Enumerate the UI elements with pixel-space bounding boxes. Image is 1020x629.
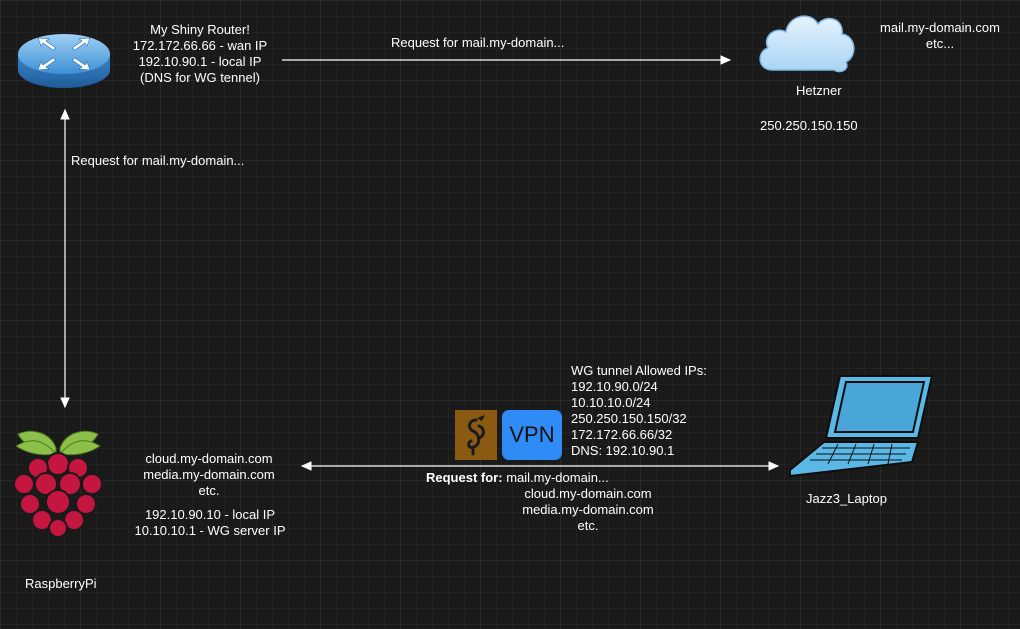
wireguard-logo-icon [455, 410, 497, 460]
laptop-icon [786, 372, 936, 484]
hetzner-name: Hetzner [796, 83, 842, 98]
hetzner-domain: etc... [925, 36, 955, 51]
wg-allowed-ip: 10.10.10.0/24 [571, 395, 651, 410]
hetzner-domains: mail.my-domain.com etc... [868, 20, 1012, 52]
raspberry-domain: etc. [198, 483, 220, 498]
raspberry-domain: media.my-domain.com [143, 467, 275, 482]
edge-label-router-hetzner: Request for mail.my-domain... [391, 35, 565, 50]
wg-allowed-ip: 172.172.66.66/32 [571, 427, 673, 442]
cloud-icon [754, 8, 858, 76]
raspberry-domain: cloud.my-domain.com [145, 451, 273, 466]
raspberry-ips: 192.10.90.10 - local IP 10.10.10.1 - WG … [118, 507, 302, 539]
router-label: My Shiny Router! 172.172.66.66 - wan IP … [110, 22, 290, 86]
raspberry-domains: cloud.my-domain.com media.my-domain.com … [126, 451, 292, 499]
wg-header: WG tunnel Allowed IPs: [571, 363, 707, 378]
hetzner-ip: 250.250.150.150 [760, 118, 858, 133]
request-label: Request for: [426, 470, 503, 485]
router-label-line: 172.172.66.66 - wan IP [132, 38, 268, 53]
raspberry-name: RaspberryPi [25, 576, 97, 591]
request-label-row: Request for: mail.my-domain... [426, 470, 609, 486]
request-item: media.my-domain.com [522, 502, 654, 517]
hetzner-domain: mail.my-domain.com [880, 20, 1000, 35]
raspberry-pi-icon [10, 426, 106, 540]
vpn-badge-label: VPN [509, 422, 555, 447]
edge-label-pi-router: Request for mail.my-domain... [71, 153, 245, 168]
wg-allowed-ip: 250.250.150.150/32 [571, 411, 687, 426]
vpn-badge: VPN [502, 410, 562, 460]
request-item: etc. [577, 518, 599, 533]
raspberry-ip: 10.10.10.1 - WG server IP [134, 523, 286, 538]
router-label-line: My Shiny Router! [150, 22, 250, 37]
wg-allowed-ip: 192.10.90.0/24 [571, 379, 658, 394]
request-items: cloud.my-domain.com media.my-domain.com … [508, 486, 668, 534]
raspberry-ip: 192.10.90.10 - local IP [144, 507, 276, 522]
request-item: cloud.my-domain.com [524, 486, 652, 501]
wg-config: WG tunnel Allowed IPs: 192.10.90.0/24 10… [571, 363, 707, 459]
wg-dns: DNS: 192.10.90.1 [571, 443, 675, 458]
router-label-line: 192.10.90.1 - local IP [138, 54, 262, 69]
router-icon [16, 28, 112, 92]
laptop-name: Jazz3_Laptop [806, 491, 887, 506]
router-label-line: (DNS for WG tennel) [140, 70, 260, 85]
request-item: mail.my-domain... [506, 470, 609, 485]
